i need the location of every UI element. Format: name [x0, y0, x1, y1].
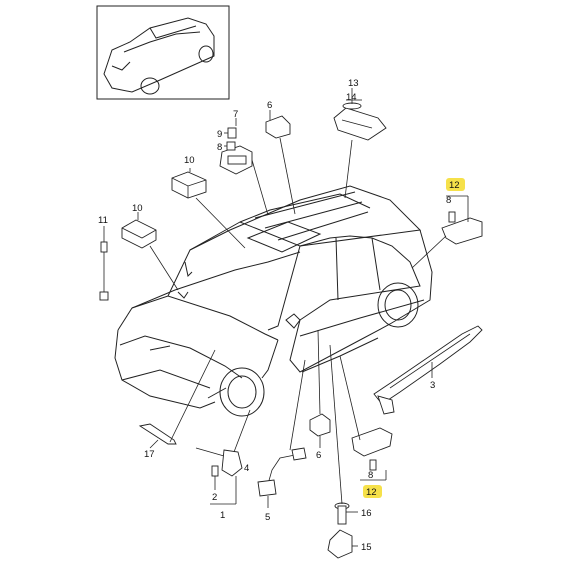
vehicle-overview-thumbnail[interactable]	[96, 5, 230, 100]
callout-2: 2	[212, 492, 217, 503]
callout-12: 12	[366, 487, 377, 498]
callout-6: 6	[267, 100, 272, 111]
callout-10: 10	[184, 155, 195, 166]
callout-8: 8	[446, 195, 451, 206]
callout-1: 1	[220, 510, 225, 521]
callout-11: 11	[98, 215, 108, 226]
part-6-top-connector[interactable]	[265, 115, 291, 139]
callout-17: 17	[144, 449, 155, 460]
part-3-sill-trim[interactable]	[373, 325, 483, 415]
callout-8: 8	[217, 142, 222, 153]
callout-10: 10	[132, 203, 143, 214]
part-6-bottom-connector[interactable]	[309, 413, 331, 437]
part-11-sensor[interactable]	[99, 240, 109, 301]
leader-lines	[103, 88, 469, 547]
callout-13: 13	[348, 78, 359, 89]
callout-15: 15	[361, 542, 372, 553]
part-5-harness[interactable]	[257, 447, 307, 497]
part-12-lamp-bottom[interactable]	[351, 427, 393, 471]
part-7-switch[interactable]	[219, 127, 253, 175]
callout-6: 6	[316, 450, 321, 461]
highlight-badge-12-top	[446, 178, 465, 191]
part-17-trim-strip[interactable]	[138, 423, 177, 445]
callout-4: 4	[244, 463, 249, 474]
callout-3: 3	[430, 380, 435, 391]
part-16-15-fastener[interactable]	[327, 502, 353, 559]
callout-8: 8	[368, 470, 373, 481]
callout-7: 7	[233, 109, 238, 120]
vehicle-body-outline	[114, 185, 433, 417]
callout-12: 12	[449, 180, 460, 191]
callout-9: 9	[217, 129, 222, 140]
part-13-14-lamp[interactable]	[333, 102, 387, 141]
callout-16: 16	[361, 508, 372, 519]
part-10-module-left[interactable]	[121, 219, 157, 249]
part-12-lamp-right[interactable]	[441, 211, 483, 245]
callout-5: 5	[265, 512, 270, 523]
part-10-module-top[interactable]	[171, 171, 207, 199]
highlight-badge-12-bottom	[363, 485, 382, 498]
part-4-sensor[interactable]	[195, 447, 243, 477]
callout-14: 14	[346, 92, 357, 103]
